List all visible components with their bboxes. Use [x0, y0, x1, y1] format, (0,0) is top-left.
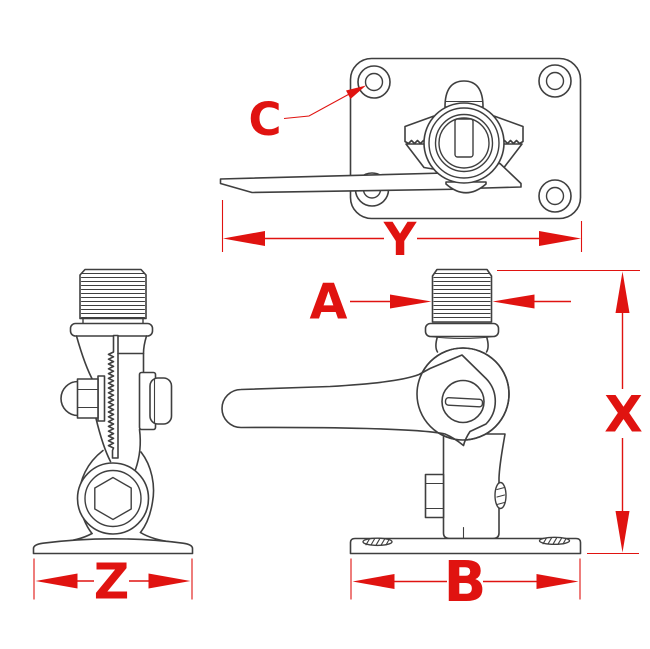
hole-top-right-inner	[545, 71, 565, 91]
knuckle-ball-outline	[416, 347, 510, 441]
x-arrow-up	[615, 271, 630, 313]
nut-body	[76, 378, 99, 419]
a-arrow-left	[390, 294, 432, 309]
side-clamp-cap	[149, 377, 173, 425]
side-ratchet-rack	[107, 334, 119, 459]
top-view	[219, 57, 582, 220]
hole-bottom-right-inner	[545, 186, 565, 206]
dimension-a: A	[310, 274, 571, 331]
front-flange-underside	[429, 335, 495, 340]
set-screw-hatch	[496, 486, 506, 506]
label-a: A	[310, 274, 348, 331]
side-thread-lines	[80, 272, 146, 319]
side-base-flange	[32, 538, 194, 555]
label-b: B	[444, 550, 487, 615]
knob-circle-4	[438, 117, 490, 169]
b-arrow-left	[352, 574, 395, 589]
side-arm-below-block	[134, 428, 142, 471]
side-pivot-bolt	[76, 462, 150, 535]
ratchet-knob	[423, 102, 505, 184]
front-threaded-stud	[431, 268, 493, 323]
nut-dome-cap	[60, 380, 79, 417]
z-extension-lines	[33, 558, 193, 600]
side-shank-lines	[82, 318, 144, 324]
c-leader-line	[283, 92, 353, 120]
cam-screw-slot	[444, 396, 484, 408]
y-extension-lines	[221, 200, 583, 252]
knob-bottom-dome	[445, 181, 487, 194]
pivot-hex-head	[94, 476, 132, 521]
label-z: Z	[94, 554, 130, 611]
z-arrow-right	[148, 573, 191, 589]
x-reference-lines	[497, 269, 640, 555]
front-hex-nut	[424, 473, 445, 519]
front-base-slots	[362, 536, 571, 547]
front-thread-lines	[433, 272, 491, 319]
x-arrow-down	[615, 511, 630, 553]
nut-facet-lines	[76, 388, 99, 409]
lever-arm-top-view	[219, 171, 471, 194]
dimension-z: Z	[33, 554, 193, 611]
front-view	[221, 268, 582, 555]
hole-top-left-inner	[364, 72, 384, 92]
hole-bottom-right	[538, 179, 572, 213]
dimension-b: B	[350, 550, 581, 615]
base-slot-left-hatch	[365, 538, 390, 546]
knob-center-slot	[454, 118, 474, 158]
side-arm-edges	[75, 335, 148, 463]
front-nut-facets	[424, 482, 445, 510]
base-slot-right-hatch	[542, 537, 567, 545]
side-bracket-lines	[117, 352, 145, 374]
side-view	[32, 268, 194, 555]
label-y: Y	[383, 213, 418, 266]
b-arrow-right	[536, 574, 579, 589]
front-stud-flange	[424, 322, 500, 338]
label-c: C	[248, 93, 281, 146]
dimension-y: Y	[221, 200, 583, 266]
pivot-boss	[76, 462, 150, 535]
front-support-column	[442, 433, 506, 540]
side-stud-flange	[69, 322, 154, 337]
front-neck-lines	[435, 335, 489, 353]
front-nut-body	[424, 473, 445, 519]
y-arrow-right	[539, 231, 581, 246]
hole-top-right	[538, 64, 572, 98]
front-set-screw	[494, 481, 507, 510]
nut-washer	[97, 375, 106, 422]
label-x: X	[604, 386, 643, 444]
c-leader-arrowhead	[346, 85, 366, 99]
dimension-x: X	[497, 269, 643, 555]
knob-circle-3	[434, 113, 494, 173]
hole-top-left	[357, 65, 391, 99]
a-arrow-right	[492, 294, 535, 309]
b-extension-lines	[350, 558, 581, 600]
z-arrow-left	[35, 573, 78, 589]
y-arrow-left	[223, 231, 265, 246]
side-adjust-nut	[60, 375, 106, 422]
knob-top-dome	[444, 80, 484, 108]
front-base-plate	[349, 537, 582, 555]
knob-circle-2	[428, 107, 500, 179]
callout-c: C	[248, 85, 366, 146]
pivot-washer-ring	[84, 469, 142, 528]
